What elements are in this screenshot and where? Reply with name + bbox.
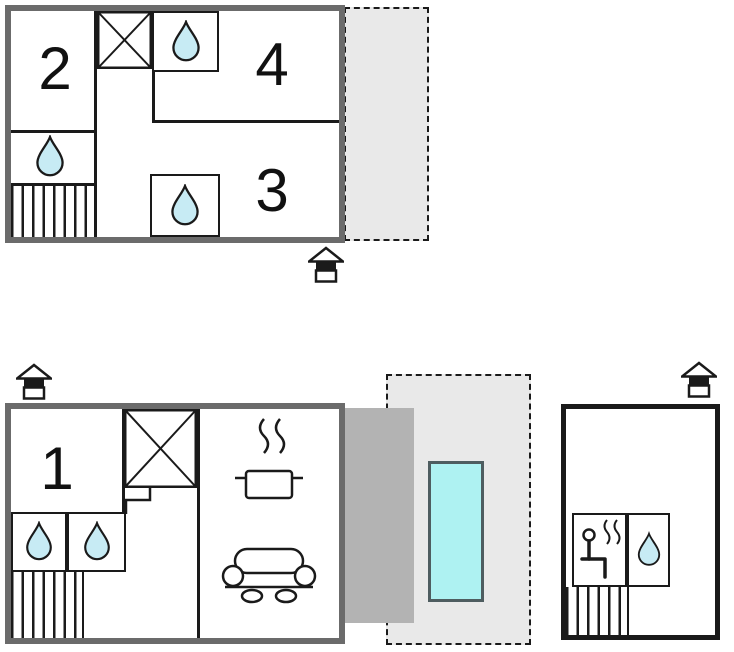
terrace-dashed-area-upper — [344, 7, 429, 241]
water-drop-icon — [637, 531, 660, 566]
ground-floor-plan: 1 — [5, 403, 345, 644]
crossed-box-icon — [124, 409, 197, 488]
sauna-person-icon — [579, 519, 620, 579]
sauna-building — [561, 404, 720, 640]
sauna-cubicle — [572, 513, 627, 587]
wall — [197, 409, 200, 638]
crossed-box-icon — [97, 11, 152, 69]
water-drop-icon — [26, 521, 52, 561]
stair-step-lines — [124, 488, 152, 514]
stairs-hatch-icon — [11, 572, 84, 638]
stairs-hatch-icon — [566, 587, 629, 635]
water-drop-icon — [171, 19, 200, 61]
shower-cubicle — [152, 11, 219, 72]
room-2-label: 2 — [38, 34, 72, 102]
upper-floor-plan: 2 4 3 — [5, 5, 345, 243]
shower-cubicle — [11, 512, 67, 572]
room-3-label: 3 — [255, 156, 289, 224]
stove-icon — [235, 418, 303, 500]
entrance-icon — [681, 361, 717, 398]
entrance-icon — [16, 363, 52, 400]
room-4-label: 4 — [255, 30, 289, 98]
shower-cubicle — [67, 512, 126, 572]
swimming-pool — [428, 461, 484, 602]
covered-terrace-area — [345, 408, 414, 623]
wall — [94, 11, 97, 237]
entrance-icon — [308, 246, 344, 283]
water-drop-icon — [171, 183, 199, 225]
sofa-icon — [221, 547, 317, 604]
patio-dashed-area — [386, 374, 531, 645]
stairs-hatch-icon — [11, 186, 94, 237]
water-drop-icon — [83, 521, 110, 561]
wall — [11, 183, 94, 186]
wall — [122, 409, 125, 515]
water-drop-icon — [36, 135, 64, 177]
wall — [152, 120, 339, 123]
wall — [11, 130, 94, 133]
bathroom-cubicle — [150, 174, 220, 237]
shower-cubicle — [627, 513, 670, 587]
room-1-label: 1 — [40, 434, 74, 502]
